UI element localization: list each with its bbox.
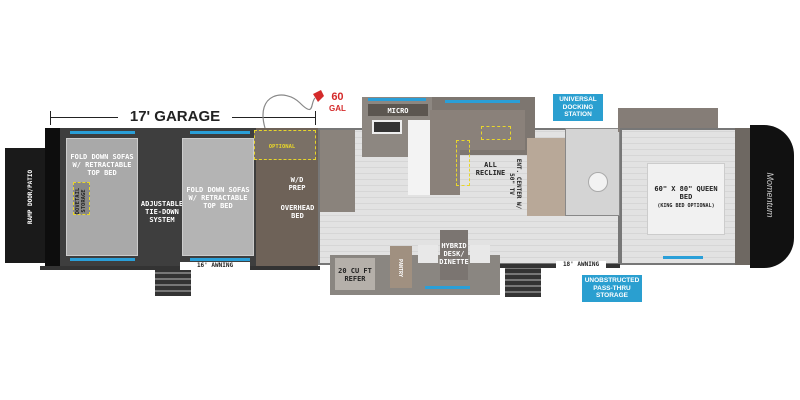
entry-steps (505, 267, 541, 297)
fuel-capacity-value: 60 (331, 91, 344, 103)
ent-center-label: ENT. CENTER w/ 50" TV (508, 158, 522, 210)
brand-logo: Momentum (765, 172, 775, 218)
recliner-sofa-leg[interactable] (430, 145, 460, 195)
window (190, 258, 250, 261)
dovetail-storage[interactable] (73, 182, 90, 215)
window (663, 256, 703, 259)
pantry-cabinet (320, 130, 355, 212)
pantry[interactable] (390, 246, 412, 288)
wd-prep-label: W/D PREP (288, 176, 306, 192)
bed-label: 60" x 80" QUEEN BED (654, 185, 718, 201)
fuel-hose-icon (262, 90, 324, 129)
window (425, 286, 470, 289)
ent-center (527, 138, 565, 216)
recliner-sofa[interactable] (430, 110, 525, 150)
ramp-door-label: RAMP DOOR/PATIO (27, 169, 34, 225)
overhead-bed-label: OVERHEAD BED (280, 204, 315, 220)
dinette-label: HYBRID DESK/ DINETTE (439, 242, 469, 266)
window (70, 258, 135, 261)
queen-bed[interactable] (647, 163, 725, 235)
window (368, 98, 426, 101)
dimension-tick (315, 111, 316, 125)
docking-station-callout: UNIVERSAL DOCKING STATION (553, 94, 603, 121)
dinette-seat[interactable] (470, 245, 490, 263)
fuel-unit: GAL (329, 104, 346, 113)
micro-label: MICRO (387, 107, 409, 115)
dimension-tick (50, 111, 51, 125)
dinette-seat[interactable] (418, 245, 438, 263)
pass-thru-storage-callout: UNOBSTRUCTED PASS-THRU STORAGE (582, 275, 642, 302)
hybrid-desk[interactable] (440, 230, 468, 280)
window (70, 131, 135, 134)
tiedown-label: ADJUSTABLE TIE-DOWN SYSTEM (140, 200, 184, 224)
garage-awning-label: 16' AWNING (180, 262, 250, 270)
microwave[interactable] (368, 104, 428, 116)
window (445, 100, 520, 103)
pantry-label: PANTRY (397, 258, 403, 278)
optional-recliner (456, 140, 470, 186)
sofa-rear-label: FOLD DOWN SOFAS w/ RETRACTABLE TOP BED (70, 153, 134, 177)
stove-icon (372, 120, 402, 134)
fuel-capacity: 60 GAL (329, 92, 346, 114)
kitchen-island (408, 120, 430, 195)
refer-label: 20 CU FT REFER (338, 267, 372, 283)
sofa-front[interactable] (182, 138, 254, 256)
garage-dimension-label: 17' GARAGE (118, 108, 232, 126)
living-awning-label: 18' AWNING (556, 261, 606, 269)
bed-option-label: (KING BED OPTIONAL) (657, 203, 715, 209)
optional-bath[interactable] (254, 130, 316, 160)
ramp-door[interactable] (45, 128, 60, 268)
optional-label: OPTIONAL (268, 144, 296, 150)
dovetail-storage-label: DOVETAIL STORAGE (75, 187, 87, 215)
toilet-icon (588, 172, 608, 192)
ramp (5, 148, 50, 263)
all-recline-label: ALL RECLINE (475, 161, 506, 177)
front-cap (750, 125, 794, 268)
front-bath (565, 128, 620, 216)
garage-steps (155, 270, 191, 296)
refrigerator[interactable] (335, 258, 375, 290)
optional-recliner (481, 126, 511, 140)
sofa-front-label: FOLD DOWN SOFAS w/ RETRACTABLE TOP BED (186, 186, 250, 210)
window (190, 131, 250, 134)
front-cabinet (735, 128, 751, 265)
